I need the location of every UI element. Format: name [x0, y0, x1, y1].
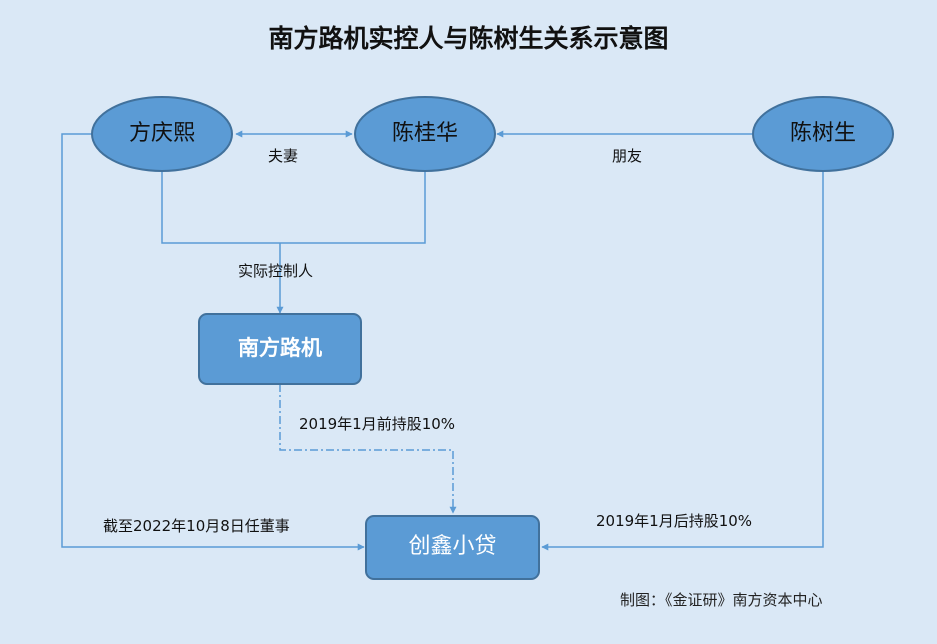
node-chen-guihua [354, 96, 496, 172]
label-director-until: 截至2022年10月8日任董事 [103, 517, 290, 535]
node-chen-shusheng [752, 96, 894, 172]
label-friend: 朋友 [612, 147, 643, 165]
held-before-connector [279, 384, 457, 514]
director-connector [61, 133, 365, 551]
node-fang-qingxi [91, 96, 233, 172]
label-spouse: 夫妻 [268, 147, 299, 165]
source-credit: 制图：《金证研》南方资本中心 [620, 591, 823, 609]
label-chuangxin-xiaodai: 创鑫小贷 [408, 534, 497, 559]
label-fang-qingxi: 方庆熙 [128, 121, 195, 146]
label-chen-shusheng: 陈树生 [789, 121, 856, 146]
label-held-after: 2019年1月后持股10% [596, 512, 753, 530]
actual-controller-connector [161, 170, 426, 244]
label-held-before: 2019年1月前持股10% [299, 415, 456, 433]
label-actual-controller: 实际控制人 [238, 262, 314, 280]
held-after-connector [541, 170, 824, 551]
label-nanfang-luji: 南方路机 [238, 336, 322, 360]
label-chen-guihua: 陈桂华 [391, 121, 458, 146]
node-nanfang-luji [198, 313, 362, 385]
diagram-title: 南方路机实控人与陈树生关系示意图 [268, 24, 669, 53]
node-chuangxin-xiaodai [365, 515, 540, 580]
